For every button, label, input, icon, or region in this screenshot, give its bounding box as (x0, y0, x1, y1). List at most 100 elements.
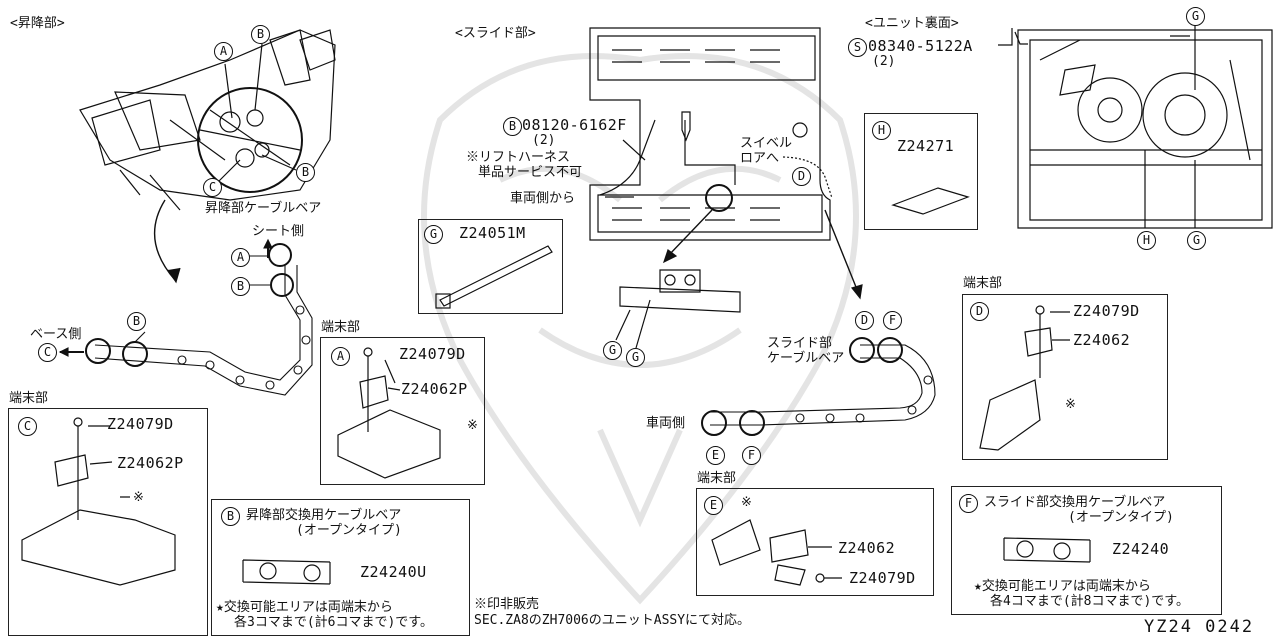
callout-g: G (1186, 7, 1205, 26)
part-number-1: Z24062 (838, 539, 896, 557)
slide-cable-chain (701, 337, 936, 436)
screw-quantity: (2) (872, 54, 896, 69)
part-number-1: Z24079D (107, 415, 174, 433)
bolt-part-number: 08120-6162F (522, 116, 627, 134)
tie-drawing (435, 245, 553, 309)
box-letter: H (872, 121, 891, 140)
slide-cable-label-line2: ケーブルベア (767, 351, 845, 366)
part-box-d: D Z24079D Z24062 ※ (962, 294, 1168, 460)
callout-f: F (742, 446, 761, 465)
bracket-c-drawing (21, 417, 176, 586)
callout-d: D (855, 311, 874, 330)
cable-piece-f-drawing (1003, 537, 1091, 563)
swivel-label-line1: スイベル (740, 136, 793, 151)
terminal-label: 端末部 (963, 276, 1003, 291)
part-number-2: Z24079D (849, 569, 916, 587)
box-letter: B (221, 507, 240, 526)
note-line2: 各4コマまで(計8コマまで)です。 (990, 594, 1190, 609)
callout-g: G (626, 348, 645, 367)
lift-cable-label: 昇降部ケーブルベア (205, 201, 322, 216)
callout-c: C (203, 178, 222, 197)
nonsale-mark: ※ (1065, 397, 1076, 412)
box-subtitle: (オープンタイプ) (1068, 510, 1174, 525)
callout-c: C (38, 343, 57, 362)
part-box-a: A Z24079D Z24062P ※ (320, 337, 485, 485)
part-number: Z24240U (360, 563, 427, 581)
callout-d: D (792, 167, 811, 186)
box-letter: E (704, 496, 723, 515)
callout-h: H (1137, 231, 1156, 250)
lift-unit-drawing (79, 29, 336, 284)
part-box-h: H Z24271 (864, 113, 978, 230)
harness-note-line2: 単品サービス不可 (478, 165, 583, 180)
box-letter: F (959, 494, 978, 513)
terminal-label: 端末部 (321, 320, 361, 335)
base-side-label: ベース側 (30, 327, 82, 342)
callout-b: B (296, 163, 315, 182)
cable-piece-b-drawing (242, 559, 331, 585)
note-line1: ★交換可能エリアは両端末から (216, 600, 393, 615)
part-number: Z24051M (459, 224, 526, 242)
callout-b: B (251, 25, 270, 44)
part-box-f: F スライド部交換用ケーブルベア (オープンタイプ) Z24240 ★交換可能エ… (951, 486, 1222, 615)
unit-back-drawing (998, 25, 1273, 229)
callout-a: A (231, 248, 250, 267)
diagram-code: YZ24 0242 (1144, 617, 1255, 637)
nonsale-mark: ※ (133, 490, 144, 505)
section-unit-back-title: <ユニット裏面> (865, 16, 959, 31)
note-line2: 各3コマまで(計6コマまで)です。 (234, 615, 434, 630)
vehicle-side-label: 車両側 (646, 416, 686, 431)
callout-b: B (231, 277, 250, 296)
sheet-drawing (891, 187, 970, 215)
box-letter: A (331, 347, 350, 366)
callout-b: B (503, 117, 522, 136)
part-number-2: Z24062P (117, 454, 184, 472)
part-number: Z24240 (1112, 540, 1170, 558)
nonsale-note-line1: ※印非販売 (474, 597, 540, 612)
box-title: 昇降部交換用ケーブルベア (246, 508, 402, 523)
box-subtitle: (オープンタイプ) (296, 523, 402, 538)
part-number: Z24271 (897, 137, 955, 155)
swivel-label-line2: ロアへ (740, 151, 780, 166)
vehicle-from-label: 車両側から (510, 191, 576, 206)
part-number-2: Z24062P (401, 380, 468, 398)
part-box-e: E ※ Z24062 Z24079D (696, 488, 934, 596)
box-letter: D (970, 302, 989, 321)
nonsale-mark: ※ (741, 495, 752, 510)
callout-g: G (603, 341, 622, 360)
slide-cable-label-line1: スライド部 (767, 336, 833, 351)
callout-b: B (127, 312, 146, 331)
section-slide-title: <スライド部> (455, 26, 536, 41)
terminal-label: 端末部 (697, 471, 737, 486)
part-box-g: G Z24051M (418, 219, 563, 314)
part-number-1: Z24079D (399, 345, 466, 363)
screw-part-number: 08340-5122A (868, 37, 973, 55)
callout-s: S (848, 38, 867, 57)
section-lift-title: <昇降部> (10, 16, 65, 31)
bolt-quantity: (2) (532, 133, 556, 148)
callout-f: F (883, 311, 902, 330)
watermark-emblem (421, 53, 859, 605)
nonsale-mark: ※ (467, 418, 478, 433)
seat-side-label: シート側 (252, 224, 305, 239)
part-box-b: B 昇降部交換用ケーブルベア (オープンタイプ) Z24240U ★交換可能エリ… (211, 499, 470, 636)
part-number-2: Z24062 (1073, 331, 1131, 349)
terminal-label: 端末部 (9, 391, 49, 406)
bracket-e-drawing (711, 519, 842, 586)
box-letter: C (18, 417, 37, 436)
part-number-1: Z24079D (1073, 302, 1140, 320)
nonsale-note-line2: SEC.ZA8のZH7006のユニットASSYにて対応。 (474, 613, 751, 628)
note-line1: ★交換可能エリアは両端末から (974, 579, 1151, 594)
slide-plate-drawing (589, 27, 863, 349)
part-box-c: C Z24079D Z24062P ※ (8, 408, 208, 636)
bracket-a-drawing (337, 347, 441, 479)
box-title: スライド部交換用ケーブルベア (984, 495, 1166, 510)
callout-g: G (1187, 231, 1206, 250)
harness-note-line1: ※リフトハーネス (466, 150, 571, 165)
box-letter: G (424, 225, 443, 244)
bracket-d-drawing (979, 305, 1070, 451)
callout-e: E (706, 446, 725, 465)
callout-a: A (214, 42, 233, 61)
